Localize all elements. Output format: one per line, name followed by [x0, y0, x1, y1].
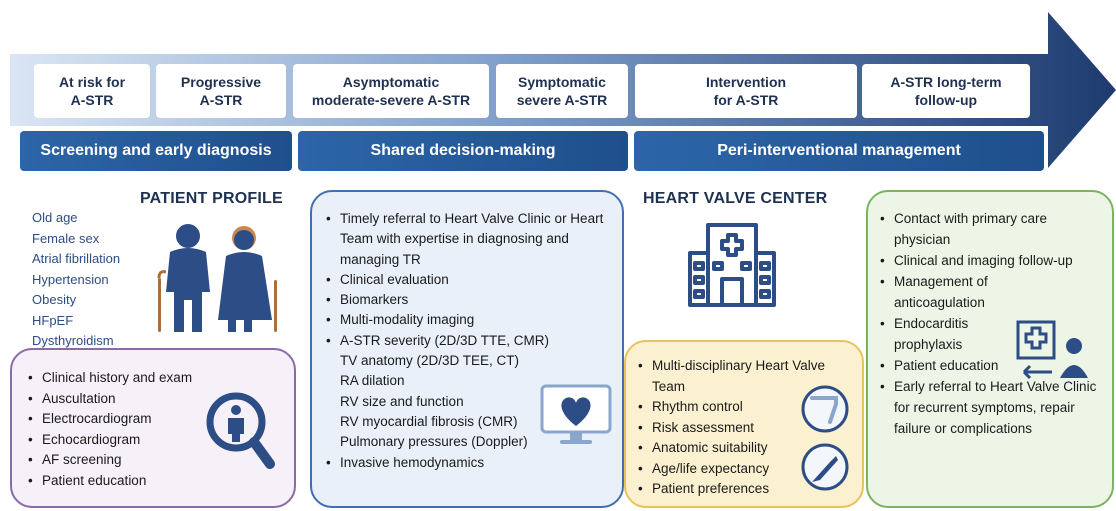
imaging-subitem: Pulmonary pressures (Doppler): [340, 434, 528, 450]
phase-screening: Screening and early diagnosis: [20, 131, 292, 171]
risk-factor: Dysthyroidism: [32, 333, 114, 348]
follow-up-item: Patient education: [878, 355, 1104, 376]
magnifier-person-icon: [206, 392, 275, 469]
decision-item: Timely referral to Heart Valve Clinic or…: [324, 209, 616, 270]
valve-center-item: Rhythm control: [636, 397, 846, 418]
decision-item: Multi-modality imaging: [324, 310, 616, 331]
valve-center-item: Age/life expectancy: [636, 459, 846, 480]
valve-center-item: Anatomic suitability: [636, 438, 846, 459]
risk-factor: Female sex: [32, 230, 100, 246]
imaging-subitem: RV size and function: [340, 393, 464, 409]
catheter-icon: [801, 385, 849, 433]
monitor-heart-icon: [540, 384, 612, 444]
hospital-icon: [688, 223, 776, 307]
phase-peri-interventional: Peri-interventional management: [634, 131, 1044, 171]
stage-progressive: Progressive A-STR: [156, 64, 286, 118]
clinic-referral-icon: [1016, 320, 1088, 380]
heart-valve-center-box: Multi-disciplinary Heart Valve Team Rhyt…: [624, 340, 864, 508]
scalpel-icon: [801, 443, 849, 491]
shared-decision-box: Timely referral to Heart Valve Clinic or…: [310, 190, 624, 508]
imaging-subitem: RV myocardial fibrosis (CMR): [340, 413, 518, 429]
follow-up-item: Contact with primary care physician: [878, 208, 1104, 250]
imaging-subitem: A-STR severity (2D/3D TTE, CMR): [340, 332, 550, 348]
follow-up-box: Contact with primary care physician Clin…: [866, 190, 1114, 508]
imaging-subitems: A-STR severity (2D/3D TTE, CMR) TV anato…: [324, 331, 616, 453]
imaging-subitem: RA dilation: [340, 373, 405, 389]
risk-factor: Obesity: [32, 292, 77, 307]
stage-intervention: Intervention for A-STR: [635, 64, 857, 118]
screening-item: Auscultation: [26, 389, 192, 410]
risk-factor: Atrial fibrillation: [32, 251, 121, 266]
screening-item: AF screening: [26, 450, 192, 471]
heart-valve-center-title: HEART VALVE CENTER: [643, 190, 828, 207]
screening-item: Echocardiogram: [26, 430, 192, 451]
risk-factor: HFpEF: [32, 312, 74, 328]
valve-center-item: Risk assessment: [636, 418, 846, 439]
valve-center-item: Multi-disciplinary Heart Valve Team: [636, 356, 846, 397]
decision-item: Biomarkers: [324, 290, 616, 311]
screening-item: Clinical history and exam: [26, 368, 192, 389]
stage-long-term-follow-up: A-STR long-term follow-up: [862, 64, 1030, 118]
patient-profile-title: PATIENT PROFILE: [140, 190, 283, 207]
screening-box: Clinical history and exam Auscultation E…: [10, 348, 296, 508]
decision-item: Invasive hemodynamics: [324, 453, 616, 474]
follow-up-item: Early referral to Heart Valve Clinic for…: [878, 376, 1104, 439]
screening-item: Patient education: [26, 471, 192, 492]
elderly-couple-icon: [157, 224, 277, 332]
follow-up-item: Endocarditis prophylaxis: [878, 313, 1022, 355]
follow-up-item: Management of anticoagulation: [878, 271, 1022, 313]
stage-at-risk: At risk for A-STR: [34, 64, 150, 118]
follow-up-item: Clinical and imaging follow-up: [878, 250, 1104, 271]
decision-item: Clinical evaluation: [324, 270, 616, 291]
imaging-subitem: TV anatomy (2D/3D TEE, CT): [340, 353, 520, 369]
risk-factor: Old age: [32, 210, 78, 225]
phase-shared-decision: Shared decision-making: [298, 131, 628, 171]
risk-factor: Hypertension: [32, 271, 109, 287]
risk-factor-list: Old age Female sex Atrial fibrillation H…: [32, 208, 120, 352]
screening-item: Electrocardiogram: [26, 409, 192, 430]
stage-asymptomatic: Asymptomatic moderate-severe A-STR: [293, 64, 489, 118]
valve-center-item: Patient preferences: [636, 479, 846, 500]
stage-symptomatic: Symptomatic severe A-STR: [496, 64, 628, 118]
